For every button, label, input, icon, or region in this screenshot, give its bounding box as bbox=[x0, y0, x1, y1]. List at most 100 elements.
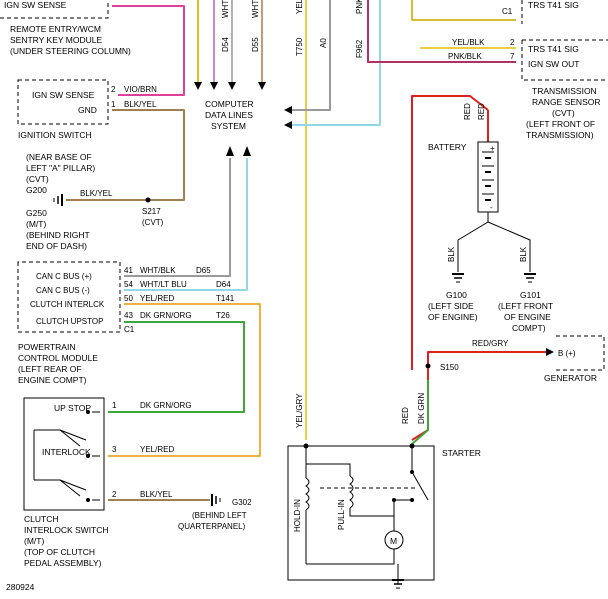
ign-note-4: G200 bbox=[26, 185, 47, 195]
s217-cvt: (CVT) bbox=[142, 218, 164, 227]
g302-note-1: (BEHIND LEFT bbox=[192, 511, 247, 520]
wire-label-d54: D54 bbox=[221, 37, 230, 52]
wire-label-a0: A0 bbox=[319, 38, 328, 48]
wire-label-pnk: PNK bbox=[355, 0, 364, 14]
clutch-blk-yel: BLK/YEL bbox=[140, 490, 173, 499]
trs-pnk-blk: PNK/BLK bbox=[448, 52, 482, 61]
ign-sense-label: IGN SW SENSE bbox=[32, 90, 95, 100]
wire-label-f962: F962 bbox=[355, 39, 364, 58]
remote-module-label-1: REMOTE ENTRY/WCM bbox=[10, 24, 101, 34]
wire-label-yel: YEL bbox=[295, 0, 304, 14]
g250-2: (M/T) bbox=[26, 219, 46, 229]
remote-entry-module: IGN SW SENSE REMOTE ENTRY/WCM SENTRY KEY… bbox=[0, 0, 131, 56]
can-minus-wire bbox=[124, 158, 248, 291]
pcm-label-1: POWERTRAIN bbox=[18, 342, 75, 352]
splice-s217 bbox=[145, 197, 151, 203]
ign-note-3: (CVT) bbox=[26, 174, 49, 184]
battery-red-b: RED bbox=[477, 103, 486, 120]
g250-3: (BEHIND RIGHT bbox=[26, 230, 90, 240]
g100-3: OF ENGINE) bbox=[428, 312, 478, 322]
light-blue-wire bbox=[290, 0, 381, 126]
battery-red-a: RED bbox=[463, 103, 472, 120]
pcm-row-0-name: CAN C BUS (+) bbox=[36, 272, 92, 281]
dk-grn-starter-wire bbox=[411, 380, 429, 445]
arrow-lightblue bbox=[284, 121, 292, 129]
trs-sig2: TRS T41 SIG bbox=[528, 44, 579, 54]
battery: + - BATTERY RED RED BLK BLK G100 (LEFT S… bbox=[411, 95, 553, 370]
yellow-wire-trs-top bbox=[411, 0, 516, 21]
wire-label-d55: D55 bbox=[251, 37, 260, 52]
pcm-row-2-pin: 50 bbox=[124, 294, 133, 303]
ign-sw-sense-top-label: IGN SW SENSE bbox=[4, 0, 67, 10]
ign-blk-yel: BLK/YEL bbox=[124, 100, 157, 109]
g302-label: G302 bbox=[232, 498, 252, 507]
g101-1: G101 bbox=[520, 290, 541, 300]
pink-wire-ign-sense bbox=[112, 5, 185, 96]
pcm-row-3-circuit: T26 bbox=[216, 311, 230, 320]
computer-data-lines: COMPUTER DATA LINES SYSTEM bbox=[205, 99, 254, 156]
remote-module-label-2: SENTRY KEY MODULE bbox=[10, 35, 102, 45]
starter-motor: M bbox=[390, 536, 397, 546]
ign-vio-brn: VIO/BRN bbox=[124, 85, 157, 94]
pcm-row-3-wire: DK GRN/ORG bbox=[140, 311, 192, 320]
computer-label-1: COMPUTER bbox=[205, 99, 254, 109]
ign-note-2: LEFT "A" PILLAR) bbox=[26, 163, 95, 173]
red-wire-starter bbox=[411, 95, 489, 370]
trs-label-4: (LEFT FRONT OF bbox=[526, 119, 595, 129]
clutch-dk-grn-org: DK GRN/ORG bbox=[140, 401, 192, 410]
clutch-interlock-switch: UP STOP INTERLOCK 1 3 2 DK GRN/ORG YEL/R… bbox=[23, 397, 192, 568]
trs-sig-top: TRS T41 SIG bbox=[528, 0, 579, 10]
computer-label-2: DATA LINES bbox=[205, 110, 253, 120]
starter-red: RED bbox=[401, 407, 410, 424]
magenta-wire-f962 bbox=[367, 0, 516, 63]
remote-module-label-3: (UNDER STEERING COLUMN) bbox=[10, 46, 131, 56]
ground-symbol-g200 bbox=[53, 194, 63, 206]
ign-pin1: 1 bbox=[111, 100, 116, 109]
gen-red-gry: RED/GRY bbox=[472, 339, 509, 348]
pcm-label-2: CONTROL MODULE bbox=[18, 353, 98, 363]
powertrain-control-module: CAN C BUS (+) CAN C BUS (-) CLUTCH INTER… bbox=[17, 261, 235, 385]
trs-label-1: TRANSMISSION bbox=[532, 86, 597, 96]
battery-plus: + bbox=[490, 144, 495, 153]
starter-dk-grn: DK GRN bbox=[417, 393, 426, 424]
g101-2: (LEFT FRONT bbox=[498, 301, 553, 311]
starter-hold-in: HOLD-IN bbox=[293, 499, 302, 532]
g250-1: G250 bbox=[26, 208, 47, 218]
dk-grn-org-wire bbox=[108, 321, 245, 413]
battery-blk-b: BLK bbox=[519, 246, 528, 262]
trs-pin2: 2 bbox=[510, 38, 515, 47]
ign-pin2: 2 bbox=[111, 85, 116, 94]
starter-yel-gry: YEL/GRY bbox=[295, 393, 304, 428]
arrow-a0 bbox=[284, 106, 292, 114]
computer-label-3: SYSTEM bbox=[211, 121, 246, 131]
battery-minus: - bbox=[490, 203, 493, 212]
clutch-interlock: INTERLOCK bbox=[42, 447, 91, 457]
ign-label: IGNITION SWITCH bbox=[18, 130, 92, 140]
clutch-yel-red: YEL/RED bbox=[140, 445, 174, 454]
wire-label-wht-b: WHT bbox=[251, 0, 260, 18]
generator: RED/GRY B (+) GENERATOR S150 bbox=[425, 335, 605, 383]
clutch-up-stop: UP STOP bbox=[54, 403, 91, 413]
yel-red-wire bbox=[108, 303, 261, 457]
pcm-row-1-circuit: D64 bbox=[216, 280, 231, 289]
g101-4: COMPT) bbox=[512, 323, 546, 333]
ign-gnd: GND bbox=[78, 105, 97, 115]
wire-label-t750: T750 bbox=[295, 37, 304, 56]
clutch-pin2: 2 bbox=[112, 490, 117, 499]
pcm-row-0-wire: WHT/BLK bbox=[140, 266, 176, 275]
trs-yel-blk: YEL/BLK bbox=[452, 38, 485, 47]
gen-b-plus: B (+) bbox=[558, 349, 576, 358]
pcm-row-0-pin: 41 bbox=[124, 266, 133, 275]
pcm-row-3-pin: 43 bbox=[124, 311, 133, 320]
pcm-label-4: ENGINE COMPT) bbox=[18, 375, 87, 385]
pcm-row-3-name: CLUTCH UPSTOP bbox=[36, 317, 103, 326]
clutch-label-4: (TOP OF CLUTCH bbox=[24, 547, 95, 557]
g302-note-2: QUARTERPANEL) bbox=[178, 522, 246, 531]
pcm-row-2-circuit: T141 bbox=[216, 294, 235, 303]
pcm-label-3: (LEFT REAR OF bbox=[18, 364, 82, 374]
transmission-range-sensor: C1 TRS T41 SIG YEL/BLK 2 TRS T41 SIG PNK… bbox=[448, 0, 608, 140]
ground-symbol-g101 bbox=[524, 273, 536, 283]
ground-symbol-g100 bbox=[452, 273, 464, 283]
battery-label: BATTERY bbox=[428, 142, 467, 152]
